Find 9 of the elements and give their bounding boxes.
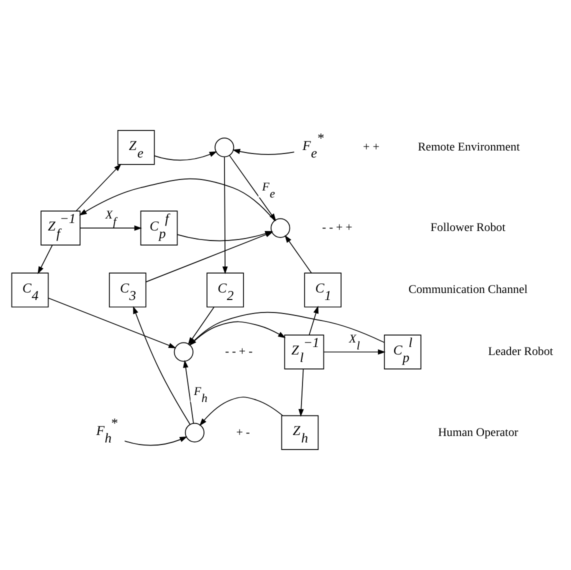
node-label: - - + - — [225, 344, 253, 358]
node-label: + - — [236, 424, 250, 438]
label: Remote Environment — [418, 139, 520, 154]
label: Communication Channel — [408, 282, 528, 296]
label: Follower Robot — [430, 220, 506, 234]
node-label: + + — [363, 139, 380, 154]
node-label: - - + + — [322, 220, 352, 234]
label: Leader Robot — [488, 344, 554, 358]
label: Human Operator — [438, 424, 518, 438]
